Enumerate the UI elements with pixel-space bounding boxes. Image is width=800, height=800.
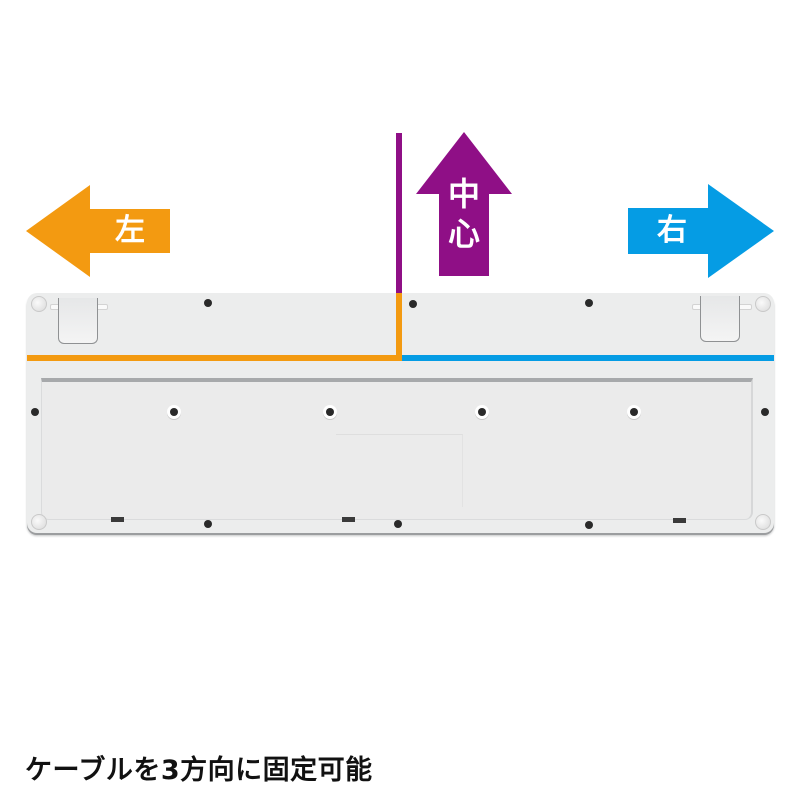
screw <box>31 408 39 416</box>
vent-slot <box>673 518 686 523</box>
center-arrow-label-2: 心 <box>447 215 480 253</box>
vent-slot <box>111 517 124 522</box>
cable-route-left-line <box>27 355 402 361</box>
caption: ケーブルを3方向に固定可能 <box>25 755 373 786</box>
keyboard-recessed-panel <box>41 378 753 520</box>
left-arrow: 左 <box>26 185 174 277</box>
vent-slot <box>342 517 355 522</box>
screw <box>326 408 334 416</box>
cable-route-right-line <box>402 355 774 361</box>
screw <box>585 521 593 529</box>
right-arrow: 右 <box>628 184 774 278</box>
center-arrow-label-1: 中 <box>447 175 480 213</box>
rubber-foot-bottom-right <box>755 514 771 530</box>
rubber-foot-bottom-left <box>31 514 47 530</box>
screw <box>170 408 178 416</box>
cable-route-center-line <box>396 133 402 293</box>
screw <box>630 408 638 416</box>
cable-route-center-vertical-orange <box>396 293 402 361</box>
tilt-stand-left <box>58 298 98 344</box>
screw <box>761 408 769 416</box>
rubber-foot-top-left <box>31 296 47 312</box>
left-arrow-label: 左 <box>115 213 145 248</box>
screw <box>394 520 402 528</box>
tilt-stand-right <box>700 296 740 342</box>
arrow-left-icon <box>26 185 170 277</box>
screw <box>409 300 417 308</box>
arrow-up-icon <box>416 132 512 276</box>
screw <box>585 299 593 307</box>
screw <box>478 408 486 416</box>
screw <box>204 299 212 307</box>
screw <box>204 520 212 528</box>
center-arrow: 中 心 <box>416 132 512 278</box>
arrow-right-icon <box>628 184 774 278</box>
rubber-foot-top-right <box>755 296 771 312</box>
right-arrow-label: 右 <box>657 213 687 248</box>
label-area-outline <box>336 434 463 507</box>
